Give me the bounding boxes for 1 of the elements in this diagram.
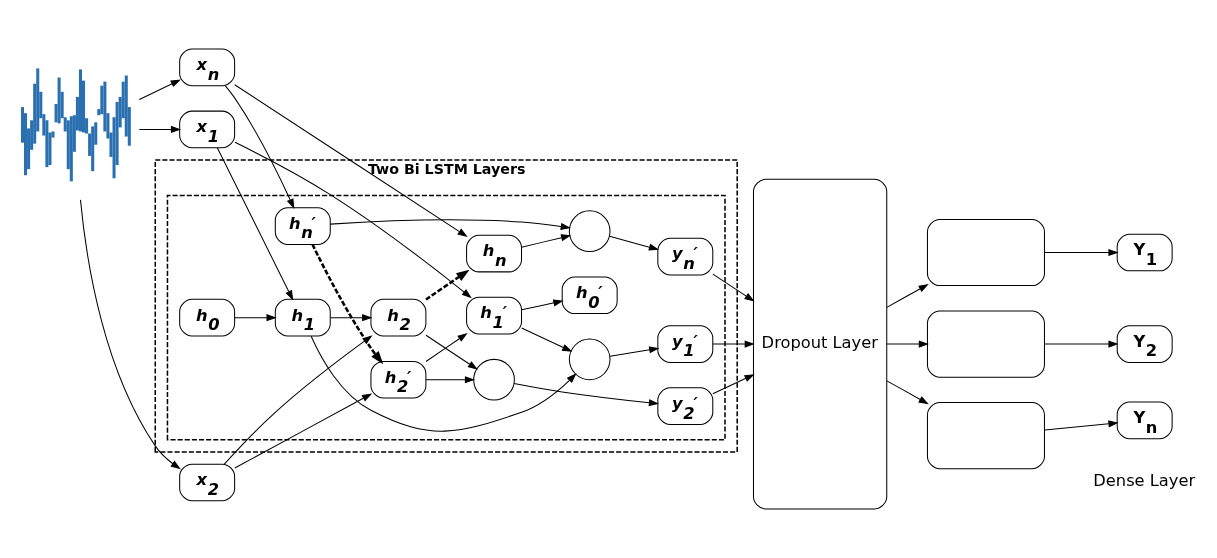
label: Dense Layer [1093,471,1196,491]
